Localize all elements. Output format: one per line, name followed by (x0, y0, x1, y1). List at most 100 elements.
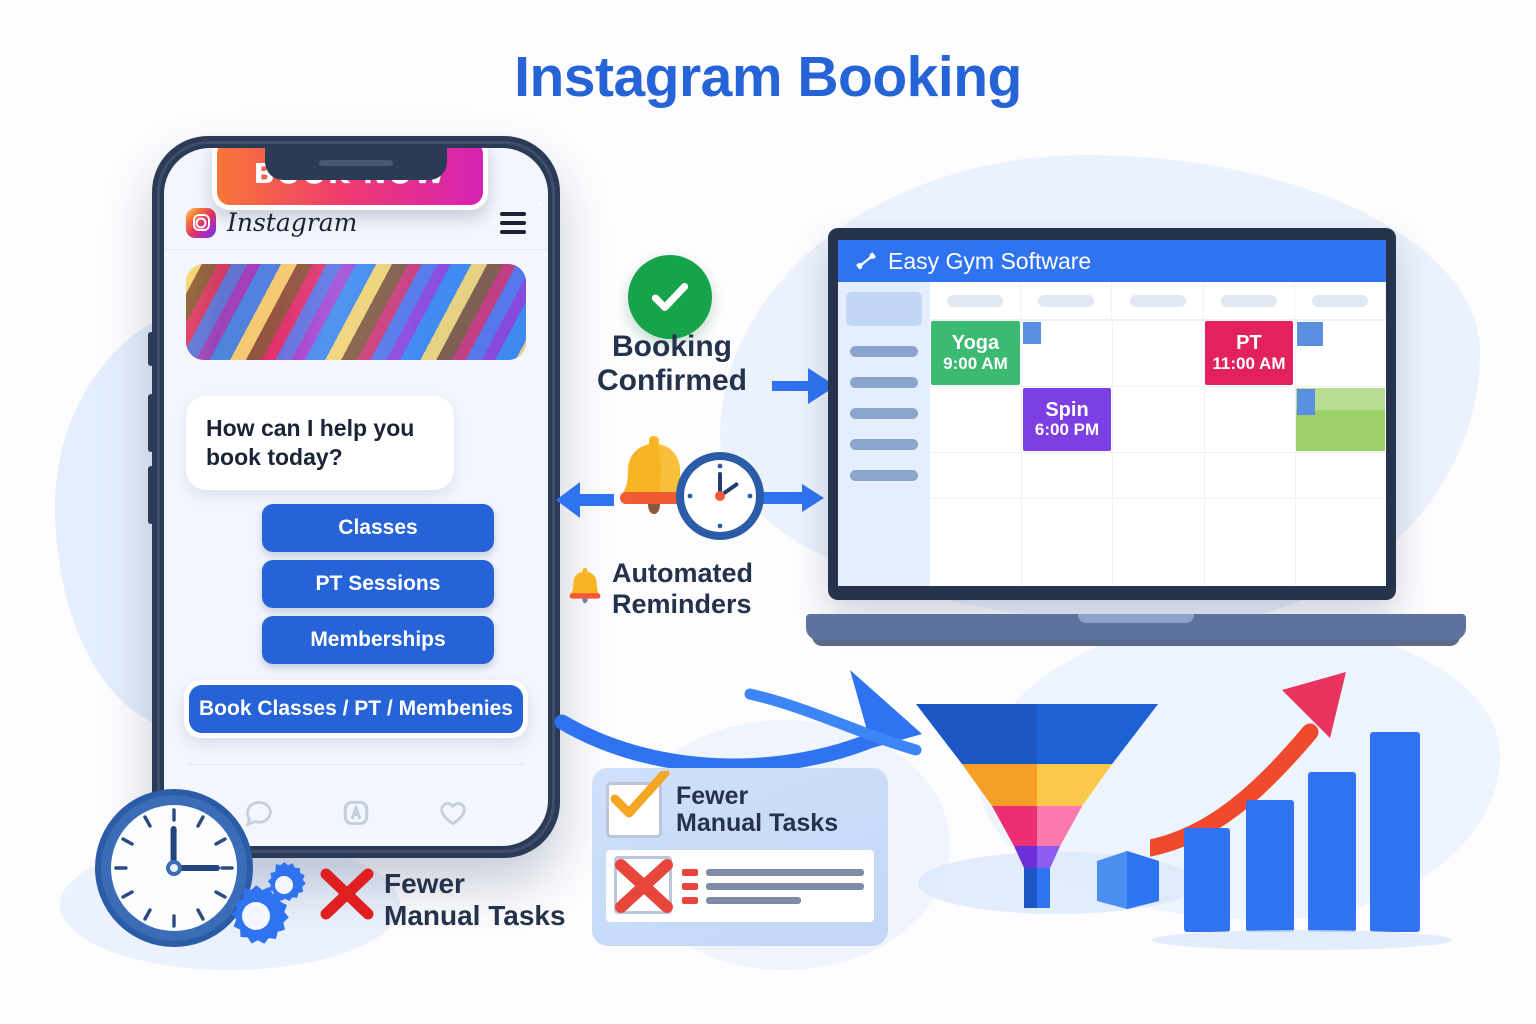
gym-software-window: Easy Gym Software (838, 240, 1386, 586)
orange-check-icon (610, 771, 670, 818)
automated-reminders-label: Automated Reminders (612, 558, 753, 619)
booking-confirmed-label: Booking Confirmed (564, 330, 780, 398)
app-sidebar (838, 282, 930, 586)
bar-1 (1184, 828, 1230, 932)
clock-icon (95, 789, 253, 947)
event-time: 6:00 PM (1034, 420, 1100, 440)
booking-confirmed-line1: Booking (612, 330, 732, 363)
fewer-left-line2: Manual Tasks (384, 900, 566, 932)
calendar-header (930, 282, 1386, 320)
booking-confirmed-line2: Confirmed (597, 363, 747, 397)
bar-4 (1370, 732, 1420, 932)
phone-speaker (319, 160, 393, 166)
event-time: 9:00 AM (943, 353, 1008, 373)
phone-side-button (148, 332, 154, 366)
fewer-left-line1: Fewer (384, 868, 465, 899)
app-title-bar: Easy Gym Software (838, 240, 1386, 282)
calendar-event-spin[interactable]: Spin 6:00 PM (1022, 388, 1112, 451)
hamburger-menu-icon[interactable] (500, 211, 526, 234)
fewer-manual-tasks-card: Fewer Manual Tasks (592, 768, 888, 946)
task-rows (682, 862, 864, 911)
gears-icon (231, 862, 306, 944)
divider (188, 764, 524, 765)
arrow-right-icon (758, 484, 824, 512)
instagram-logo-icon (186, 202, 542, 238)
laptop-lid: Easy Gym Software (828, 228, 1396, 600)
checkbox-checked[interactable] (606, 771, 670, 838)
book-classes-pt-memberships-button[interactable]: Book Classes / PT / Membenies (189, 685, 523, 733)
calendar-column-header[interactable] (1295, 282, 1386, 319)
app-icon[interactable] (339, 796, 373, 835)
calendar-column-header[interactable] (930, 282, 1022, 319)
page-title: Instagram Booking (514, 45, 1022, 109)
bell-icon (620, 436, 688, 514)
phone-mockup: Instagram BOOK NOW How can I help you bo… (148, 136, 560, 858)
chat-option-memberships[interactable]: Memberships (262, 616, 494, 664)
clock-icon (676, 452, 764, 540)
phone-side-button (148, 466, 154, 524)
bar-3 (1308, 772, 1356, 932)
app-title: Easy Gym Software (888, 247, 1092, 274)
phone-side-button (148, 394, 154, 452)
calendar-grid: Yoga 9:00 AM PT 11:00 AM Spin 6:00 PM (930, 320, 1386, 586)
app-body: Yoga 9:00 AM PT 11:00 AM Spin 6:00 PM (838, 282, 1386, 586)
sidebar-item-placeholder[interactable] (850, 377, 918, 388)
sidebar-item-placeholder[interactable] (850, 470, 918, 481)
sidebar-item-placeholder[interactable] (850, 408, 918, 419)
calendar-event-yoga[interactable]: Yoga 9:00 AM (931, 321, 1020, 385)
bell-icon (569, 567, 601, 604)
flow-arrow-curved (554, 670, 922, 774)
calendar-event-block[interactable] (1296, 388, 1385, 410)
cube-icon (1097, 851, 1159, 909)
card-line1: Fewer (676, 781, 749, 810)
chat-bubble: How can I help you book today? (186, 396, 454, 490)
calendar-column-header[interactable] (1021, 282, 1113, 319)
arrow-left-icon (556, 482, 614, 518)
phone-screen: Instagram BOOK NOW How can I help you bo… (164, 148, 548, 846)
instagram-header: Instagram (164, 196, 548, 250)
red-x-icon (615, 859, 673, 913)
growth-bar-chart (1150, 672, 1452, 950)
primary-cta-wrapper: Book Classes / PT / Membenies (184, 680, 528, 738)
laptop-base (806, 614, 1466, 640)
reminders-line2: Reminders (612, 588, 752, 619)
phone-bottom-nav (164, 780, 548, 846)
bar-2 (1246, 800, 1294, 932)
reminders-line1: Automated (612, 558, 753, 588)
arrow-right-icon (772, 368, 836, 404)
checkbox-unchecked[interactable] (614, 856, 673, 914)
card-line2: Manual Tasks (676, 809, 839, 837)
instagram-brand-label: Instagram (227, 208, 358, 237)
calendar-marker (1296, 389, 1315, 415)
event-title: Spin (1045, 398, 1089, 421)
task-row (682, 868, 864, 876)
calendar-event-pt[interactable]: PT 11:00 AM (1204, 321, 1294, 385)
heart-icon[interactable] (436, 796, 470, 835)
card-label: Fewer Manual Tasks (676, 781, 839, 838)
event-time: 11:00 AM (1212, 353, 1286, 373)
chat-option-classes[interactable]: Classes (262, 504, 494, 552)
comment-icon[interactable] (242, 796, 276, 835)
laptop-base-shadow (812, 636, 1460, 646)
card-top-row: Fewer Manual Tasks (606, 771, 874, 838)
calendar-column-header[interactable] (1204, 282, 1295, 319)
sidebar-item-placeholder[interactable] (850, 346, 918, 357)
chat-option-pt-sessions[interactable]: PT Sessions (262, 560, 494, 608)
funnel-chart (916, 704, 1158, 908)
calendar-column-header[interactable] (1112, 282, 1204, 319)
event-title: Yoga (951, 332, 1000, 355)
task-list (606, 850, 874, 922)
calendar-marker (1296, 322, 1323, 346)
automated-reminders-block: Automated Reminders (566, 558, 798, 619)
calendar-marker (1022, 322, 1041, 344)
banner-stripes (186, 264, 526, 360)
laptop-mockup: Easy Gym Software (806, 228, 1466, 646)
check-circle-icon (628, 255, 712, 339)
task-row (682, 882, 864, 890)
sidebar-item-placeholder[interactable] (850, 439, 918, 450)
phone-notch (265, 148, 447, 180)
task-row (682, 896, 864, 904)
sidebar-tile[interactable] (846, 292, 922, 326)
instagram-promo-banner (186, 264, 526, 360)
